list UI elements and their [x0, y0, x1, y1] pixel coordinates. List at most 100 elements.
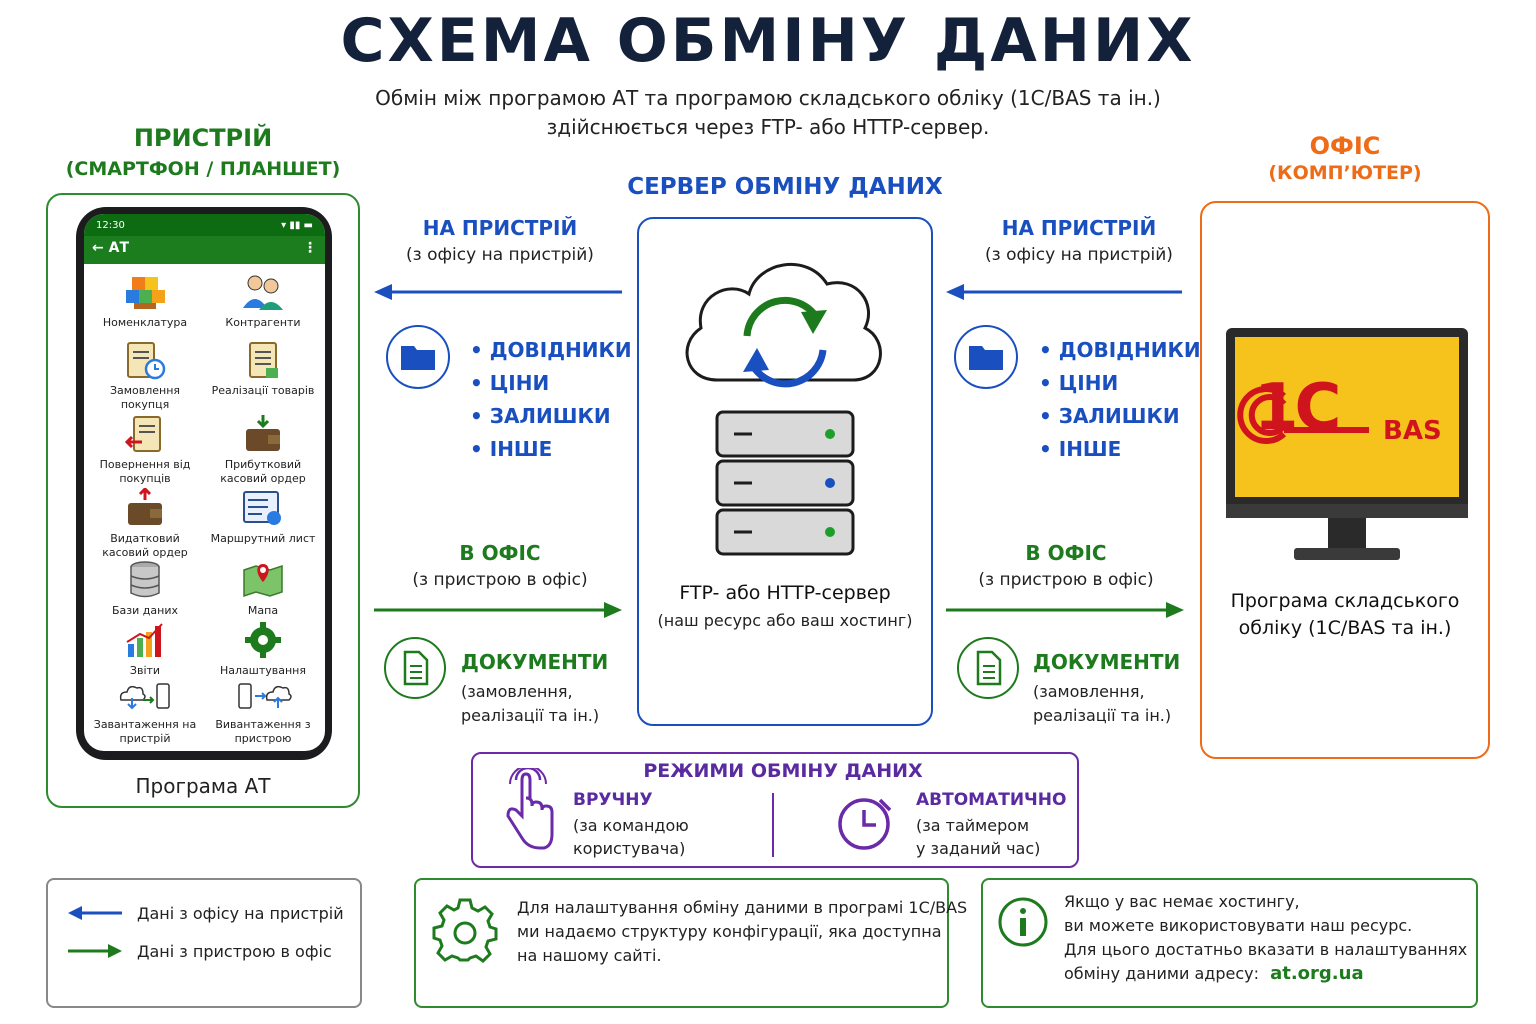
1c-logo-mark [1237, 386, 1369, 444]
app-title[interactable]: ← АТ [92, 240, 129, 256]
mode-sub-line: (за таймером [916, 816, 1030, 835]
monitor-icon [1226, 328, 1468, 560]
server-unit [715, 410, 855, 458]
left-to-device-title: НА ПРИСТРІЙ [422, 216, 578, 240]
config-note-line: Для налаштування обміну даними в програм… [517, 898, 968, 917]
info-note-line: ви можете використовувати наш ресурс. [1064, 916, 1413, 935]
server-unit [715, 459, 855, 507]
manual-mode-subtitle: (за командою користувача) [573, 814, 689, 860]
page-title: СХЕМА ОБМІНУ ДАНИХ [340, 6, 1196, 76]
legend-panel [46, 878, 362, 1008]
data-item: • ДОВІДНИКИ [470, 338, 632, 362]
exchange-modes-panel [471, 752, 1079, 868]
modes-title: РЕЖИМИ ОБМІНУ ДАНИХ [643, 760, 923, 782]
left-document-icon [384, 637, 446, 699]
subtitle-line-1: Обмін між програмою АТ та програмою скла… [375, 86, 1161, 110]
right-to-device-subtitle: (з офісу на пристрій) [985, 245, 1173, 265]
tile-route-sheet[interactable]: Маршрутний лист [205, 488, 321, 546]
server-address-link[interactable]: at.org.ua [1270, 963, 1364, 984]
boxes-icon [126, 277, 165, 309]
docs-sub-line: реалізації та ін.) [461, 706, 600, 725]
data-item: • ІНШЕ [470, 437, 553, 461]
left-docs-title: ДОКУМЕНТИ [461, 650, 609, 674]
server-sublabel: (наш ресурс або ваш хостинг) [657, 611, 913, 630]
signal-battery-icon: ▾ ▮▮ ▬ [281, 220, 313, 231]
tile-customer-order[interactable]: Замовлення покупця [87, 340, 203, 412]
logo-1c: 1С [1254, 371, 1341, 445]
tile-nomenclature[interactable]: Номенклатура [87, 272, 203, 330]
server-label: FTP- або HTTP-сервер [679, 582, 891, 604]
left-blue-arrow-icon [374, 284, 622, 300]
docs-sub-line: (замовлення, [461, 682, 573, 701]
tile-databases[interactable]: Бази даних [87, 560, 203, 618]
device-subheading: (СМАРТФОН / ПЛАНШЕТ) [65, 158, 341, 180]
right-data-list: • ДОВІДНИКИ • ЦІНИ • ЗАЛИШКИ • ІНШЕ [1039, 338, 1201, 470]
timer-clock-icon [838, 798, 892, 850]
wallet-in-icon [246, 415, 280, 451]
cloud-sync-icon [685, 262, 882, 388]
right-green-arrow-icon [946, 602, 1184, 618]
left-to-office-subtitle: (з пристрою в офіс) [412, 570, 588, 590]
legend-to-device: Дані з офісу на пристрій [137, 904, 344, 923]
page-subtitle: Обмін між програмою АТ та програмою скла… [268, 84, 1268, 142]
tile-label: Завантаження на пристрій [93, 718, 197, 745]
legend-green-arrow-icon [68, 944, 122, 958]
left-data-list: • ДОВІДНИКИ • ЦІНИ • ЗАЛИШКИ • ІНШЕ [470, 338, 632, 470]
docs-sub-line: реалізації та ін.) [1033, 706, 1172, 725]
server-rack-icon [715, 410, 855, 556]
modes-divider [772, 793, 774, 857]
hand-pointer-icon [506, 768, 554, 850]
config-note-line: ми надаємо структуру конфігурації, яка д… [517, 922, 942, 941]
info-note-text: Якщо у вас немає хостингу, ви можете вик… [1064, 890, 1467, 986]
phone-status-bar: 12:30 ▾ ▮▮ ▬ [84, 214, 325, 236]
tile-upload-from-device[interactable]: Вивантаження з пристрою [205, 680, 321, 746]
data-item: • ЦІНИ [470, 371, 550, 395]
logo-bas: BAS [1383, 416, 1442, 446]
phone-screen: 12:30 ▾ ▮▮ ▬ ← АТ ⋮ Номенклатура Контраг… [84, 214, 325, 751]
office-subheading: (КОМП’ЮТЕР) [1268, 162, 1422, 184]
tile-download-to-device[interactable]: Завантаження на пристрій [87, 680, 203, 746]
config-note-text: Для налаштування обміну даними в програм… [517, 896, 967, 968]
config-note-line: на нашому сайті. [517, 946, 662, 965]
tile-cash-receipt[interactable]: Прибутковий касовий ордер [205, 414, 321, 486]
app-bar: ← АТ ⋮ [84, 236, 325, 264]
right-docs-subtitle: (замовлення, реалізації та ін.) [1033, 680, 1171, 728]
server-unit [715, 508, 855, 556]
tile-contractors[interactable]: Контрагенти [205, 272, 321, 330]
info-icon [998, 897, 1048, 947]
left-green-arrow-icon [374, 602, 622, 618]
office-caption-line: Програма складського [1230, 590, 1460, 612]
data-item: • ЗАЛИШКИ [1039, 404, 1180, 428]
auto-mode-title: АВТОМАТИЧНО [916, 790, 1067, 810]
legend-to-office: Дані з пристрою в офіс [137, 942, 332, 961]
tile-label: Вивантаження з пристрою [215, 718, 311, 745]
info-note-panel [981, 878, 1478, 1008]
people-icon [243, 275, 283, 310]
return-clipboard-icon [124, 416, 161, 452]
info-note-address-label: обміну даними адресу: [1064, 964, 1259, 983]
tile-customer-returns[interactable]: Повернення від покупців [87, 414, 203, 486]
info-note-line: Для цього достатньо вказати в налаштуван… [1064, 940, 1468, 959]
tile-reports[interactable]: Звіти [87, 620, 203, 678]
subtitle-line-2: здійснюється через FTP- або HTTP-сервер. [546, 115, 990, 139]
tile-sales[interactable]: Реалізації товарів [205, 340, 321, 398]
left-to-device-subtitle: (з офісу на пристрій) [406, 245, 594, 265]
tile-label: Контрагенти [225, 316, 301, 329]
database-icon [130, 561, 160, 598]
data-item: • ЦІНИ [1039, 371, 1119, 395]
office-caption: Програма складського обліку (1С/BAS та і… [1200, 588, 1490, 642]
mode-sub-line: (за командою [573, 816, 689, 835]
tile-label: Замовлення покупця [109, 384, 181, 411]
office-caption-line: обліку (1С/BAS та ін.) [1238, 617, 1452, 639]
more-menu-icon[interactable]: ⋮ [303, 240, 317, 256]
wallet-out-icon [128, 488, 162, 525]
tile-map[interactable]: Мапа [205, 560, 321, 618]
tile-cash-expense[interactable]: Видатковий касовий ордер [87, 488, 203, 560]
legend-blue-arrow-icon [68, 906, 122, 920]
config-note-panel [414, 878, 949, 1008]
settings-gear-icon [432, 898, 498, 963]
tile-settings[interactable]: Налаштування [205, 620, 321, 678]
data-item: • ДОВІДНИКИ [1039, 338, 1201, 362]
tile-label: Звіти [129, 664, 161, 677]
clipboard-clock-icon [127, 342, 166, 380]
